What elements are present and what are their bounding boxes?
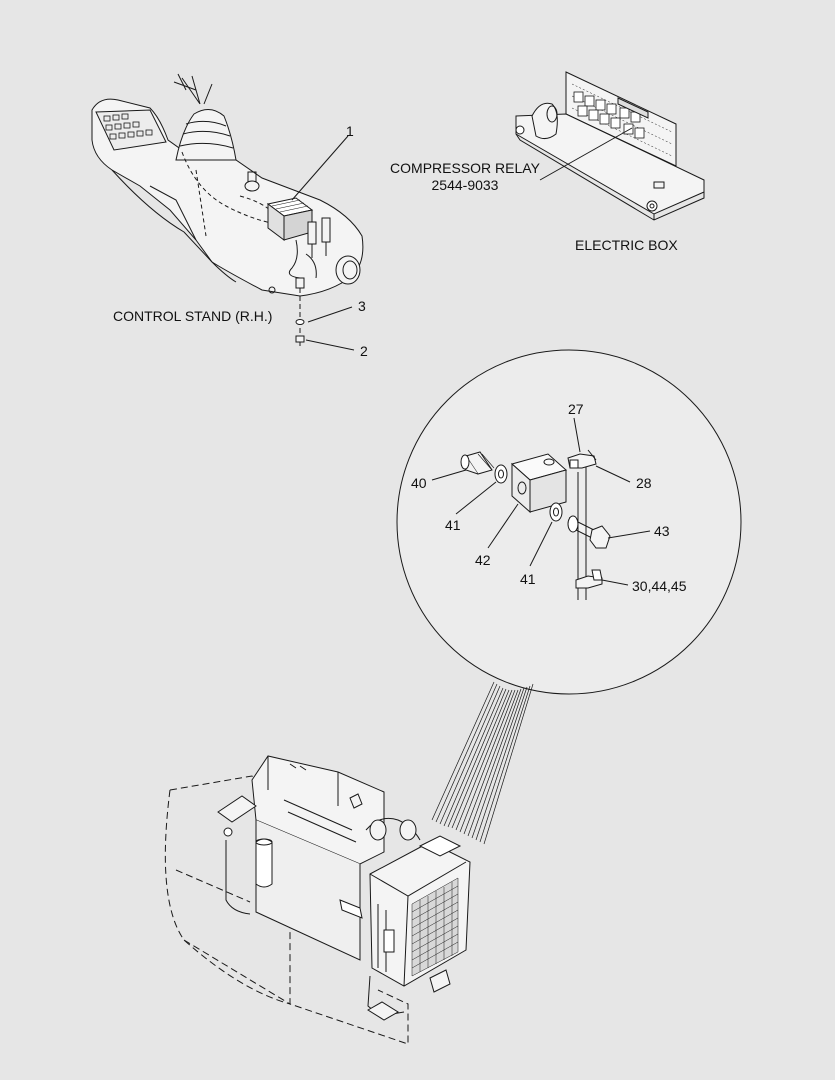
callout-43: 43 xyxy=(654,523,670,539)
engine-assembly-illustration xyxy=(164,755,471,1045)
leader-40 xyxy=(431,469,467,481)
relay-part-number: 2544-9033 xyxy=(431,177,499,193)
electric-box-label: ELECTRIC BOX xyxy=(575,237,678,253)
callout-30-44-45: 30,44,45 xyxy=(632,578,687,594)
leader-3 xyxy=(307,306,353,323)
leader-28 xyxy=(595,465,631,483)
callout-27: 27 xyxy=(568,401,584,417)
leader-41a xyxy=(455,481,497,515)
leader-2 xyxy=(305,339,355,351)
callout-3: 3 xyxy=(358,298,366,314)
control-stand-label: CONTROL STAND (R.H.) xyxy=(113,308,273,324)
compressor-relay-label: COMPRESSOR RELAY xyxy=(390,160,540,176)
callout-40: 40 xyxy=(411,475,427,491)
callout-42: 42 xyxy=(475,552,491,568)
leader-43 xyxy=(607,530,651,539)
callout-28: 28 xyxy=(636,475,652,491)
leader-1 xyxy=(291,135,349,201)
electric-box-illustration xyxy=(515,71,705,221)
leader-30-44-45 xyxy=(601,579,629,586)
callout-1: 1 xyxy=(346,123,354,139)
control-stand-illustration xyxy=(91,73,364,346)
leader-42 xyxy=(487,503,519,549)
leader-27 xyxy=(573,417,581,453)
detail-parts xyxy=(460,449,611,600)
detail-connector-band xyxy=(431,681,534,845)
leader-compressor-relay xyxy=(539,127,633,181)
callout-41-upper: 41 xyxy=(445,517,461,533)
callout-41-lower: 41 xyxy=(520,571,536,587)
leader-41b xyxy=(529,521,553,567)
callout-2: 2 xyxy=(360,343,368,359)
